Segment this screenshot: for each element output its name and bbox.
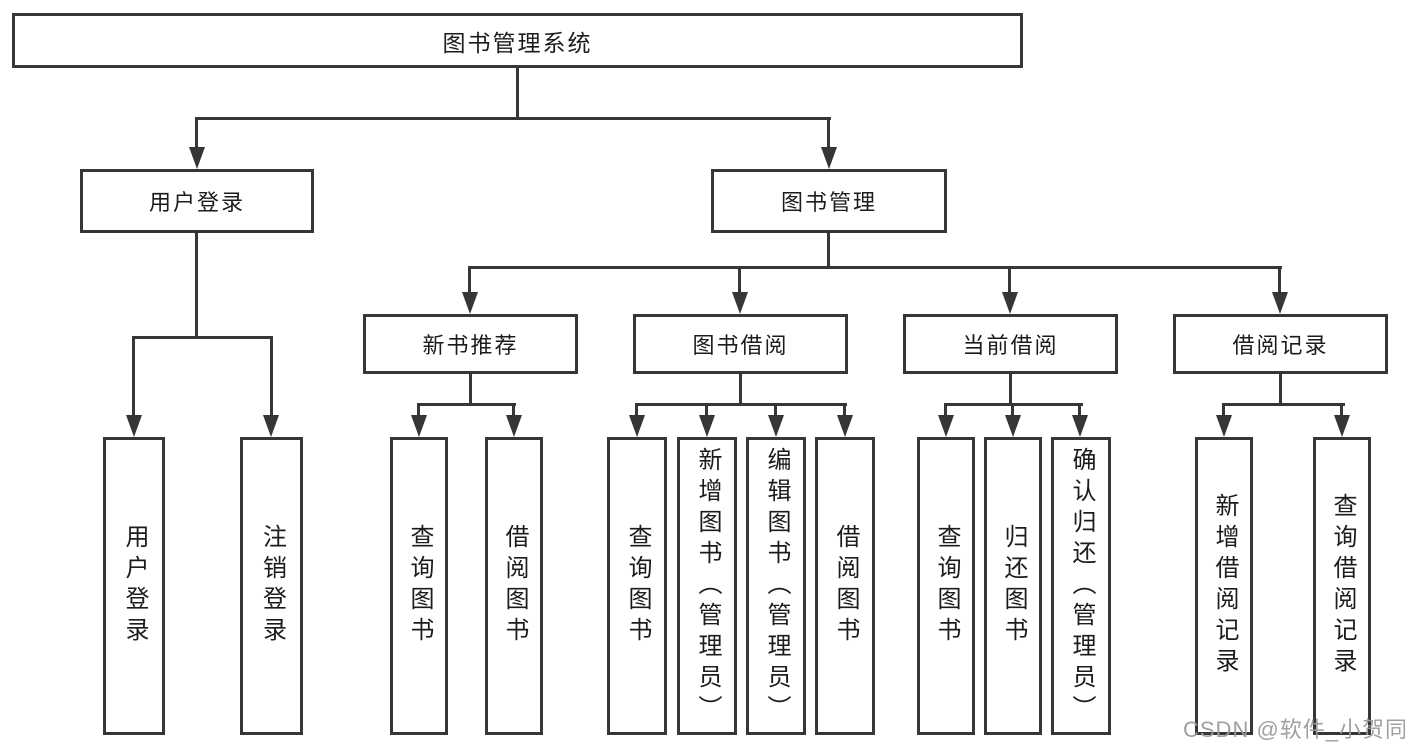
node-book-borrow: 图书借阅 bbox=[633, 314, 848, 374]
leaf-add-borrow-record: 新增借阅记录 bbox=[1195, 437, 1253, 735]
connector-line bbox=[944, 403, 1083, 406]
leaf-recommend-borrow-book-label: 借阅图书 bbox=[501, 524, 528, 648]
connector-line bbox=[827, 120, 830, 150]
arrowhead-icon bbox=[1334, 415, 1350, 437]
connector-line bbox=[469, 374, 472, 403]
leaf-query-borrow-record: 查询借阅记录 bbox=[1313, 437, 1371, 735]
arrowhead-icon bbox=[1216, 415, 1232, 437]
node-user-login: 用户登录 bbox=[80, 169, 314, 233]
leaf-recommend-borrow-book: 借阅图书 bbox=[485, 437, 543, 735]
connector-line bbox=[132, 336, 273, 339]
arrowhead-icon bbox=[263, 415, 279, 437]
connector-line bbox=[512, 406, 515, 418]
connector-line bbox=[1009, 374, 1012, 403]
node-new-book-recommend-label: 新书推荐 bbox=[422, 333, 519, 358]
node-book-management: 图书管理 bbox=[711, 169, 947, 233]
arrowhead-icon bbox=[126, 415, 142, 437]
connector-line bbox=[270, 339, 273, 418]
arrowhead-icon bbox=[629, 415, 645, 437]
connector-line bbox=[417, 406, 420, 418]
connector-line bbox=[195, 117, 831, 120]
connector-line bbox=[1008, 269, 1011, 295]
connector-line bbox=[468, 266, 1282, 269]
leaf-recommend-query-book: 查询图书 bbox=[390, 437, 448, 735]
connector-line bbox=[738, 269, 741, 295]
leaf-borrow-borrow-book-label: 借阅图书 bbox=[832, 524, 859, 648]
leaf-user-login: 用户登录 bbox=[103, 437, 165, 735]
connector-line bbox=[827, 233, 830, 266]
leaf-user-login-label: 用户登录 bbox=[121, 524, 148, 648]
node-borrow-record: 借阅记录 bbox=[1173, 314, 1388, 374]
leaf-borrow-borrow-book: 借阅图书 bbox=[815, 437, 875, 735]
connector-line bbox=[635, 403, 847, 406]
node-book-management-label: 图书管理 bbox=[780, 190, 877, 215]
arrowhead-icon bbox=[768, 415, 784, 437]
node-book-borrow-label: 图书借阅 bbox=[692, 333, 789, 358]
leaf-logout-label: 注销登录 bbox=[258, 524, 286, 648]
leaf-recommend-query-book-label: 查询图书 bbox=[406, 524, 433, 648]
node-root-label: 图书管理系统 bbox=[442, 29, 593, 56]
arrowhead-icon bbox=[1005, 415, 1021, 437]
connector-line bbox=[1279, 374, 1282, 403]
connector-line bbox=[739, 374, 742, 403]
connector-line bbox=[705, 406, 708, 418]
connector-line bbox=[1278, 269, 1281, 295]
node-user-login-label: 用户登录 bbox=[148, 190, 245, 215]
connector-line bbox=[1078, 406, 1081, 418]
leaf-confirm-return-admin-label: 确认归还（管理员） bbox=[1068, 446, 1095, 726]
leaf-return-book: 归还图书 bbox=[984, 437, 1042, 735]
connector-line bbox=[774, 406, 777, 418]
leaf-query-borrow-record-label: 查询借阅记录 bbox=[1329, 493, 1356, 679]
connector-line bbox=[944, 406, 947, 418]
connector-line bbox=[516, 68, 519, 117]
node-root: 图书管理系统 bbox=[12, 13, 1023, 68]
connector-line bbox=[132, 339, 135, 418]
leaf-return-book-label: 归还图书 bbox=[1000, 524, 1027, 648]
arrowhead-icon bbox=[506, 415, 522, 437]
leaf-add-book-admin-label: 新增图书（管理员） bbox=[694, 446, 721, 726]
connector-line bbox=[1222, 406, 1225, 418]
leaf-current-query-book-label: 查询图书 bbox=[933, 524, 960, 648]
arrowhead-icon bbox=[1072, 415, 1088, 437]
connector-line bbox=[843, 406, 846, 418]
connector-line bbox=[1011, 406, 1014, 418]
watermark: CSDN @软件_小贺同学 bbox=[1183, 717, 1405, 742]
leaf-borrow-query-book-label: 查询图书 bbox=[624, 524, 651, 648]
leaf-logout: 注销登录 bbox=[240, 437, 303, 735]
node-current-borrow: 当前借阅 bbox=[903, 314, 1118, 374]
node-borrow-record-label: 借阅记录 bbox=[1232, 333, 1329, 358]
arrowhead-icon bbox=[938, 415, 954, 437]
leaf-add-book-admin: 新增图书（管理员） bbox=[677, 437, 737, 735]
connector-line bbox=[417, 403, 516, 406]
node-new-book-recommend: 新书推荐 bbox=[363, 314, 578, 374]
leaf-add-borrow-record-label: 新增借阅记录 bbox=[1211, 493, 1238, 679]
leaf-edit-book-admin-label: 编辑图书（管理员） bbox=[763, 446, 790, 726]
connector-line bbox=[195, 233, 198, 336]
arrowhead-icon bbox=[462, 292, 478, 314]
arrowhead-icon bbox=[1272, 292, 1288, 314]
arrowhead-icon bbox=[1002, 292, 1018, 314]
arrowhead-icon bbox=[732, 292, 748, 314]
leaf-borrow-query-book: 查询图书 bbox=[607, 437, 667, 735]
arrowhead-icon bbox=[821, 147, 837, 169]
leaf-confirm-return-admin: 确认归还（管理员） bbox=[1051, 437, 1111, 735]
leaf-edit-book-admin: 编辑图书（管理员） bbox=[746, 437, 806, 735]
connector-line bbox=[1340, 406, 1343, 418]
arrowhead-icon bbox=[837, 415, 853, 437]
leaf-current-query-book: 查询图书 bbox=[917, 437, 975, 735]
connector-line bbox=[468, 269, 471, 295]
arrowhead-icon bbox=[189, 147, 205, 169]
connector-line bbox=[635, 406, 638, 418]
connector-line bbox=[195, 120, 198, 150]
arrowhead-icon bbox=[411, 415, 427, 437]
connector-line bbox=[1222, 403, 1345, 406]
arrowhead-icon bbox=[699, 415, 715, 437]
node-current-borrow-label: 当前借阅 bbox=[962, 333, 1059, 358]
